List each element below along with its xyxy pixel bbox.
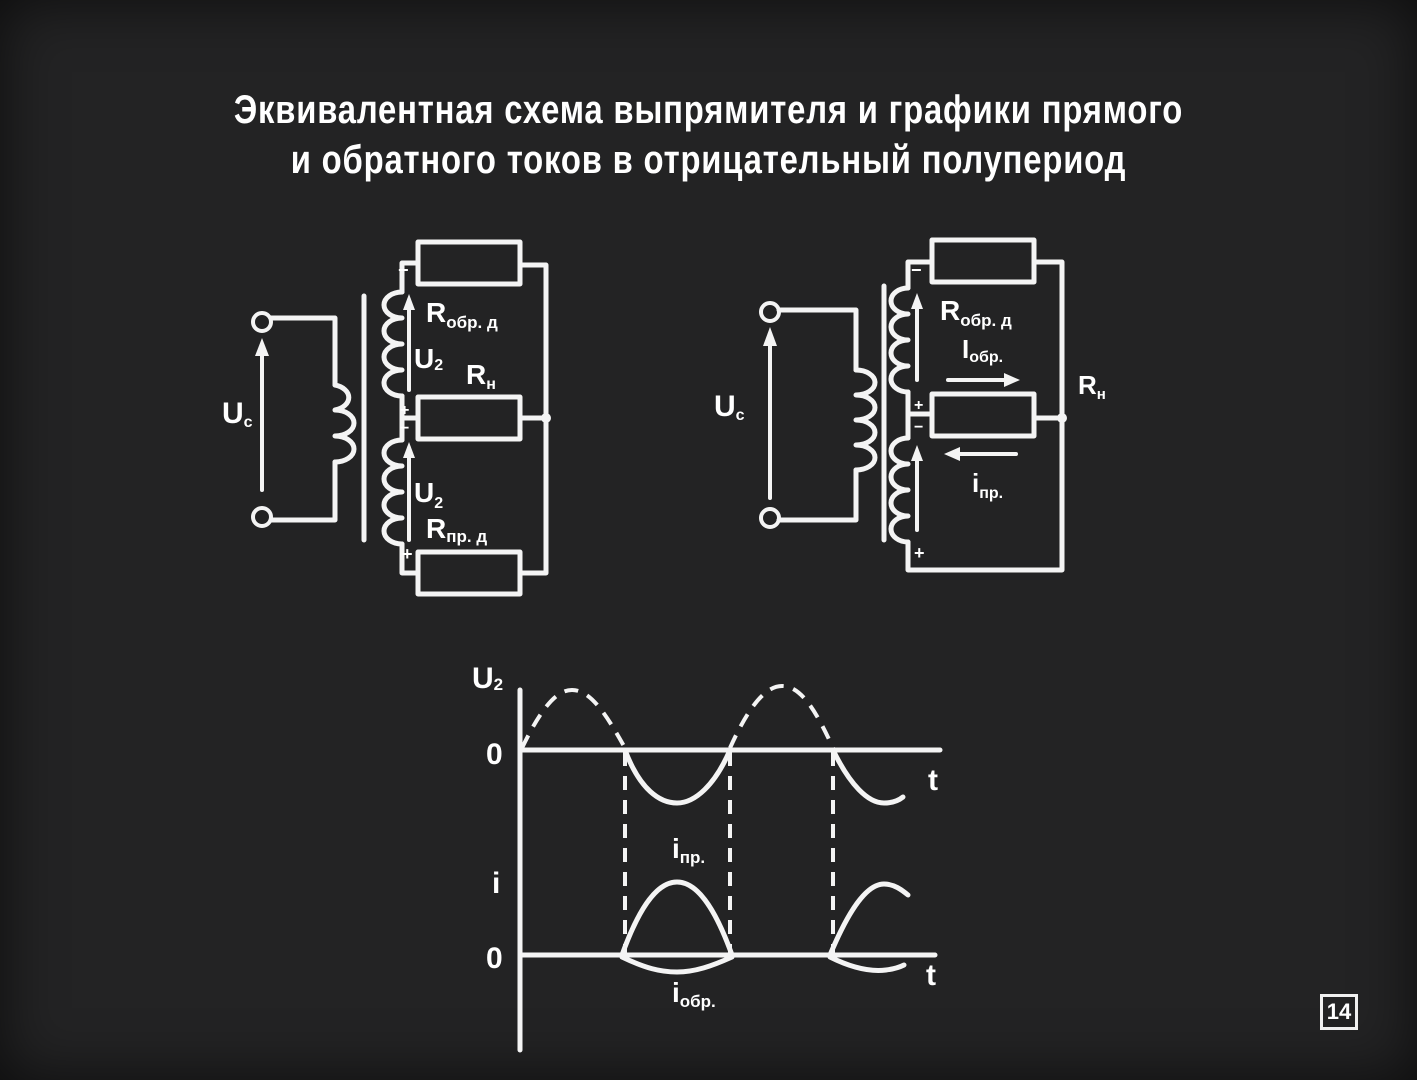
right-primary-lead-top — [776, 307, 859, 373]
left-primary-coil — [332, 382, 357, 465]
right-plus-sign: + — [914, 543, 925, 563]
left-lower-winding-lead — [399, 541, 421, 576]
left-center-plus-sign: + — [400, 402, 409, 419]
voltage-zero-label: 0 — [486, 738, 503, 771]
right-output-bus — [1031, 259, 1065, 421]
left-source-arrow-head — [255, 338, 269, 356]
right-top-resistor-label: Rобр. д — [940, 295, 1012, 330]
right-upper-voltage-arrow-head — [911, 293, 923, 309]
right-lower-winding-return — [905, 415, 1065, 573]
left-plus-sign: + — [402, 544, 413, 564]
right-reverse-current-arrow-head — [1004, 373, 1020, 387]
u2-axis-label: U2 — [472, 662, 503, 695]
left-forward-diode-resistor — [415, 549, 523, 597]
right-source-terminal-top — [759, 301, 781, 323]
voltage-time-label: t — [928, 764, 938, 797]
left-junction-dot — [541, 413, 551, 423]
left-upper-u2-arrow-head — [403, 294, 415, 310]
right-source-arrow-head — [763, 327, 777, 346]
reverse-current-dip-1 — [619, 954, 735, 975]
left-lower-secondary-coil — [381, 437, 405, 547]
right-minus-sign: − — [911, 260, 922, 280]
left-source-terminal-bottom — [251, 506, 273, 528]
left-upper-secondary-coil — [381, 289, 405, 399]
left-primary-lead-top — [268, 315, 338, 388]
right-upper-winding-lead — [905, 259, 935, 291]
left-upper-winding-lead — [399, 260, 421, 295]
right-load-resistor — [929, 391, 1037, 439]
right-forward-current-arrow-head — [944, 447, 960, 461]
left-load-resistor — [415, 394, 523, 442]
reverse-current-graph-label: iобр. — [672, 977, 716, 1011]
left-top-resistor-label: Rобр. д — [426, 297, 498, 332]
right-source-label: Uc — [714, 390, 745, 424]
current-time-label: t — [926, 959, 936, 992]
left-lower-winding-label: U2 — [414, 477, 443, 512]
reverse-current-dip-2 — [827, 954, 907, 973]
right-center-minus-sign: − — [914, 419, 923, 436]
left-primary-lead-bottom — [268, 459, 338, 523]
current-zero-label: 0 — [486, 942, 503, 975]
left-upper-winding-label: U2 — [414, 343, 443, 374]
right-reverse-diode-resistor — [929, 237, 1037, 285]
right-reverse-current-label: Iобр. — [962, 334, 1003, 366]
right-center-plus-sign: + — [914, 397, 923, 414]
left-bottom-resistor-label: Rпр. д — [426, 513, 487, 546]
slide-title-line-2: и обратного токов в отрицательный полупе… — [290, 138, 1127, 182]
right-lower-secondary-coil — [888, 435, 911, 545]
u2-positive-lobe-1 — [520, 687, 627, 749]
left-source-terminal-top — [251, 311, 273, 333]
right-circuit: − + − + Uc Rобр. д Iобр. Rн iпр. — [714, 237, 1106, 573]
right-forward-current-label: iпр. — [972, 468, 1003, 502]
page-number-badge: 14 — [1320, 994, 1358, 1030]
u2-negative-lobe-2 — [830, 747, 906, 806]
forward-current-pulse-2 — [827, 881, 911, 958]
left-minus-sign: − — [398, 260, 409, 280]
right-junction-dot — [1057, 413, 1067, 423]
slide-title-line-1: Эквивалентная схема выпрямителя и график… — [233, 88, 1184, 132]
right-primary-coil — [853, 367, 878, 473]
right-source-terminal-bottom — [759, 507, 781, 529]
right-lower-voltage-arrow-head — [911, 445, 923, 461]
u2-positive-lobe-2 — [728, 683, 835, 749]
forward-current-pulse-1 — [619, 879, 735, 958]
left-lower-u2-arrow-head — [403, 442, 415, 458]
current-voltage-graphs: U2 0 t i 0 t iпр. iобр. — [472, 662, 943, 1053]
right-upper-secondary-coil — [888, 285, 911, 395]
forward-current-graph-label: iпр. — [672, 833, 705, 867]
right-load-label: Rн — [1078, 370, 1106, 403]
left-center-minus-sign: − — [400, 420, 409, 437]
left-load-label: Rн — [466, 359, 496, 393]
u2-negative-lobe-1 — [622, 747, 733, 806]
left-source-label: Uc — [222, 397, 253, 431]
left-circuit: − + − + Uc Rобр. д U2 Rн U2 Rпр. д — [222, 239, 551, 597]
current-axis-label: i — [492, 867, 500, 900]
right-primary-lead-bottom — [776, 467, 859, 523]
left-reverse-diode-resistor — [415, 239, 523, 287]
